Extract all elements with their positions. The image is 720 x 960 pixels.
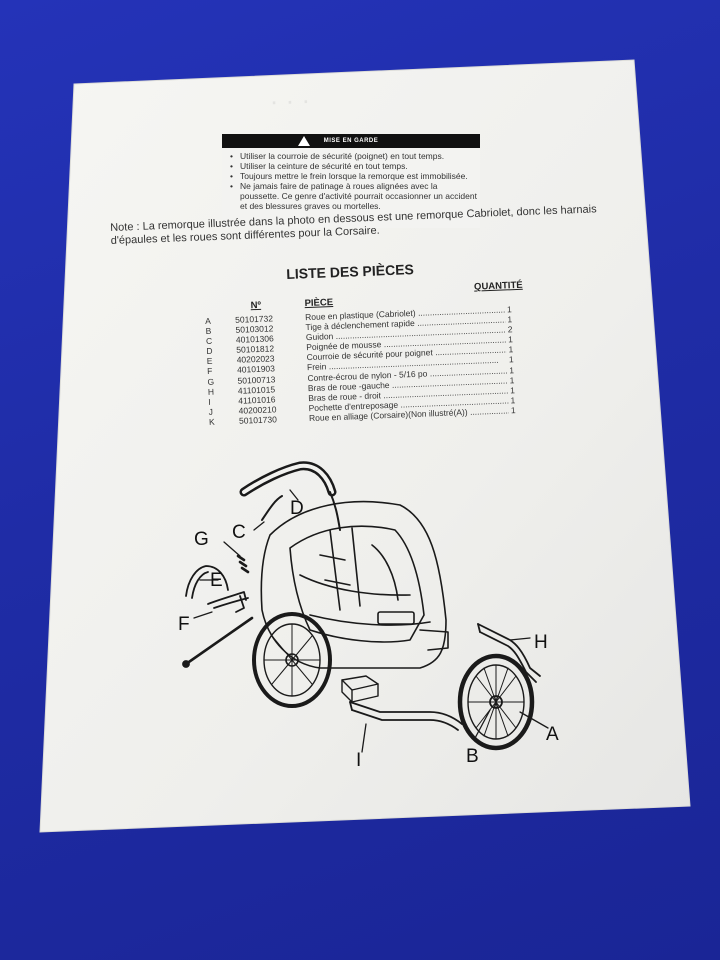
diagram-label-d: D (290, 498, 304, 519)
left-wheel-drawing (252, 612, 332, 708)
wheel-arm-right-drawing (349, 701, 463, 731)
brake-and-strap-drawing (182, 554, 254, 668)
diagram-label-c: C (232, 522, 246, 543)
handlebar-drawing (239, 461, 341, 531)
warning-list: Utiliser la courroie de sécurité (poigne… (228, 151, 478, 211)
svg-text:· · ·: · · · (269, 85, 310, 116)
leader-lines (193, 489, 549, 753)
right-wheel-drawing (457, 653, 535, 751)
warning-item: Toujours mettre le frein lorsque la remo… (228, 171, 478, 181)
diagram-label-g: G (194, 529, 209, 550)
trailer-body-drawing (260, 500, 449, 669)
warning-box: MISE EN GARDE Utiliser la courroie de sé… (222, 134, 480, 228)
diagram-label-e: E (210, 570, 223, 591)
diagram-label-h: H (534, 632, 548, 653)
warning-item: Utiliser la courroie de sécurité (poigne… (228, 151, 478, 161)
diagram-label-f: F (178, 614, 190, 635)
diagram-label-a: A (546, 724, 559, 745)
diagram-label-i: I (356, 750, 361, 771)
diagram-label-b: B (466, 746, 479, 767)
wheel-arm-left-drawing (477, 623, 541, 683)
storage-pouch-drawing (341, 675, 379, 703)
warning-item: Utiliser la ceinture de sécurité en tout… (228, 161, 478, 171)
warning-title: MISE EN GARDE (323, 138, 379, 144)
warning-item: Ne jamais faire de patinage à roues alig… (228, 181, 478, 211)
warning-triangle-icon (298, 136, 310, 146)
warning-header: MISE EN GARDE (222, 134, 480, 148)
